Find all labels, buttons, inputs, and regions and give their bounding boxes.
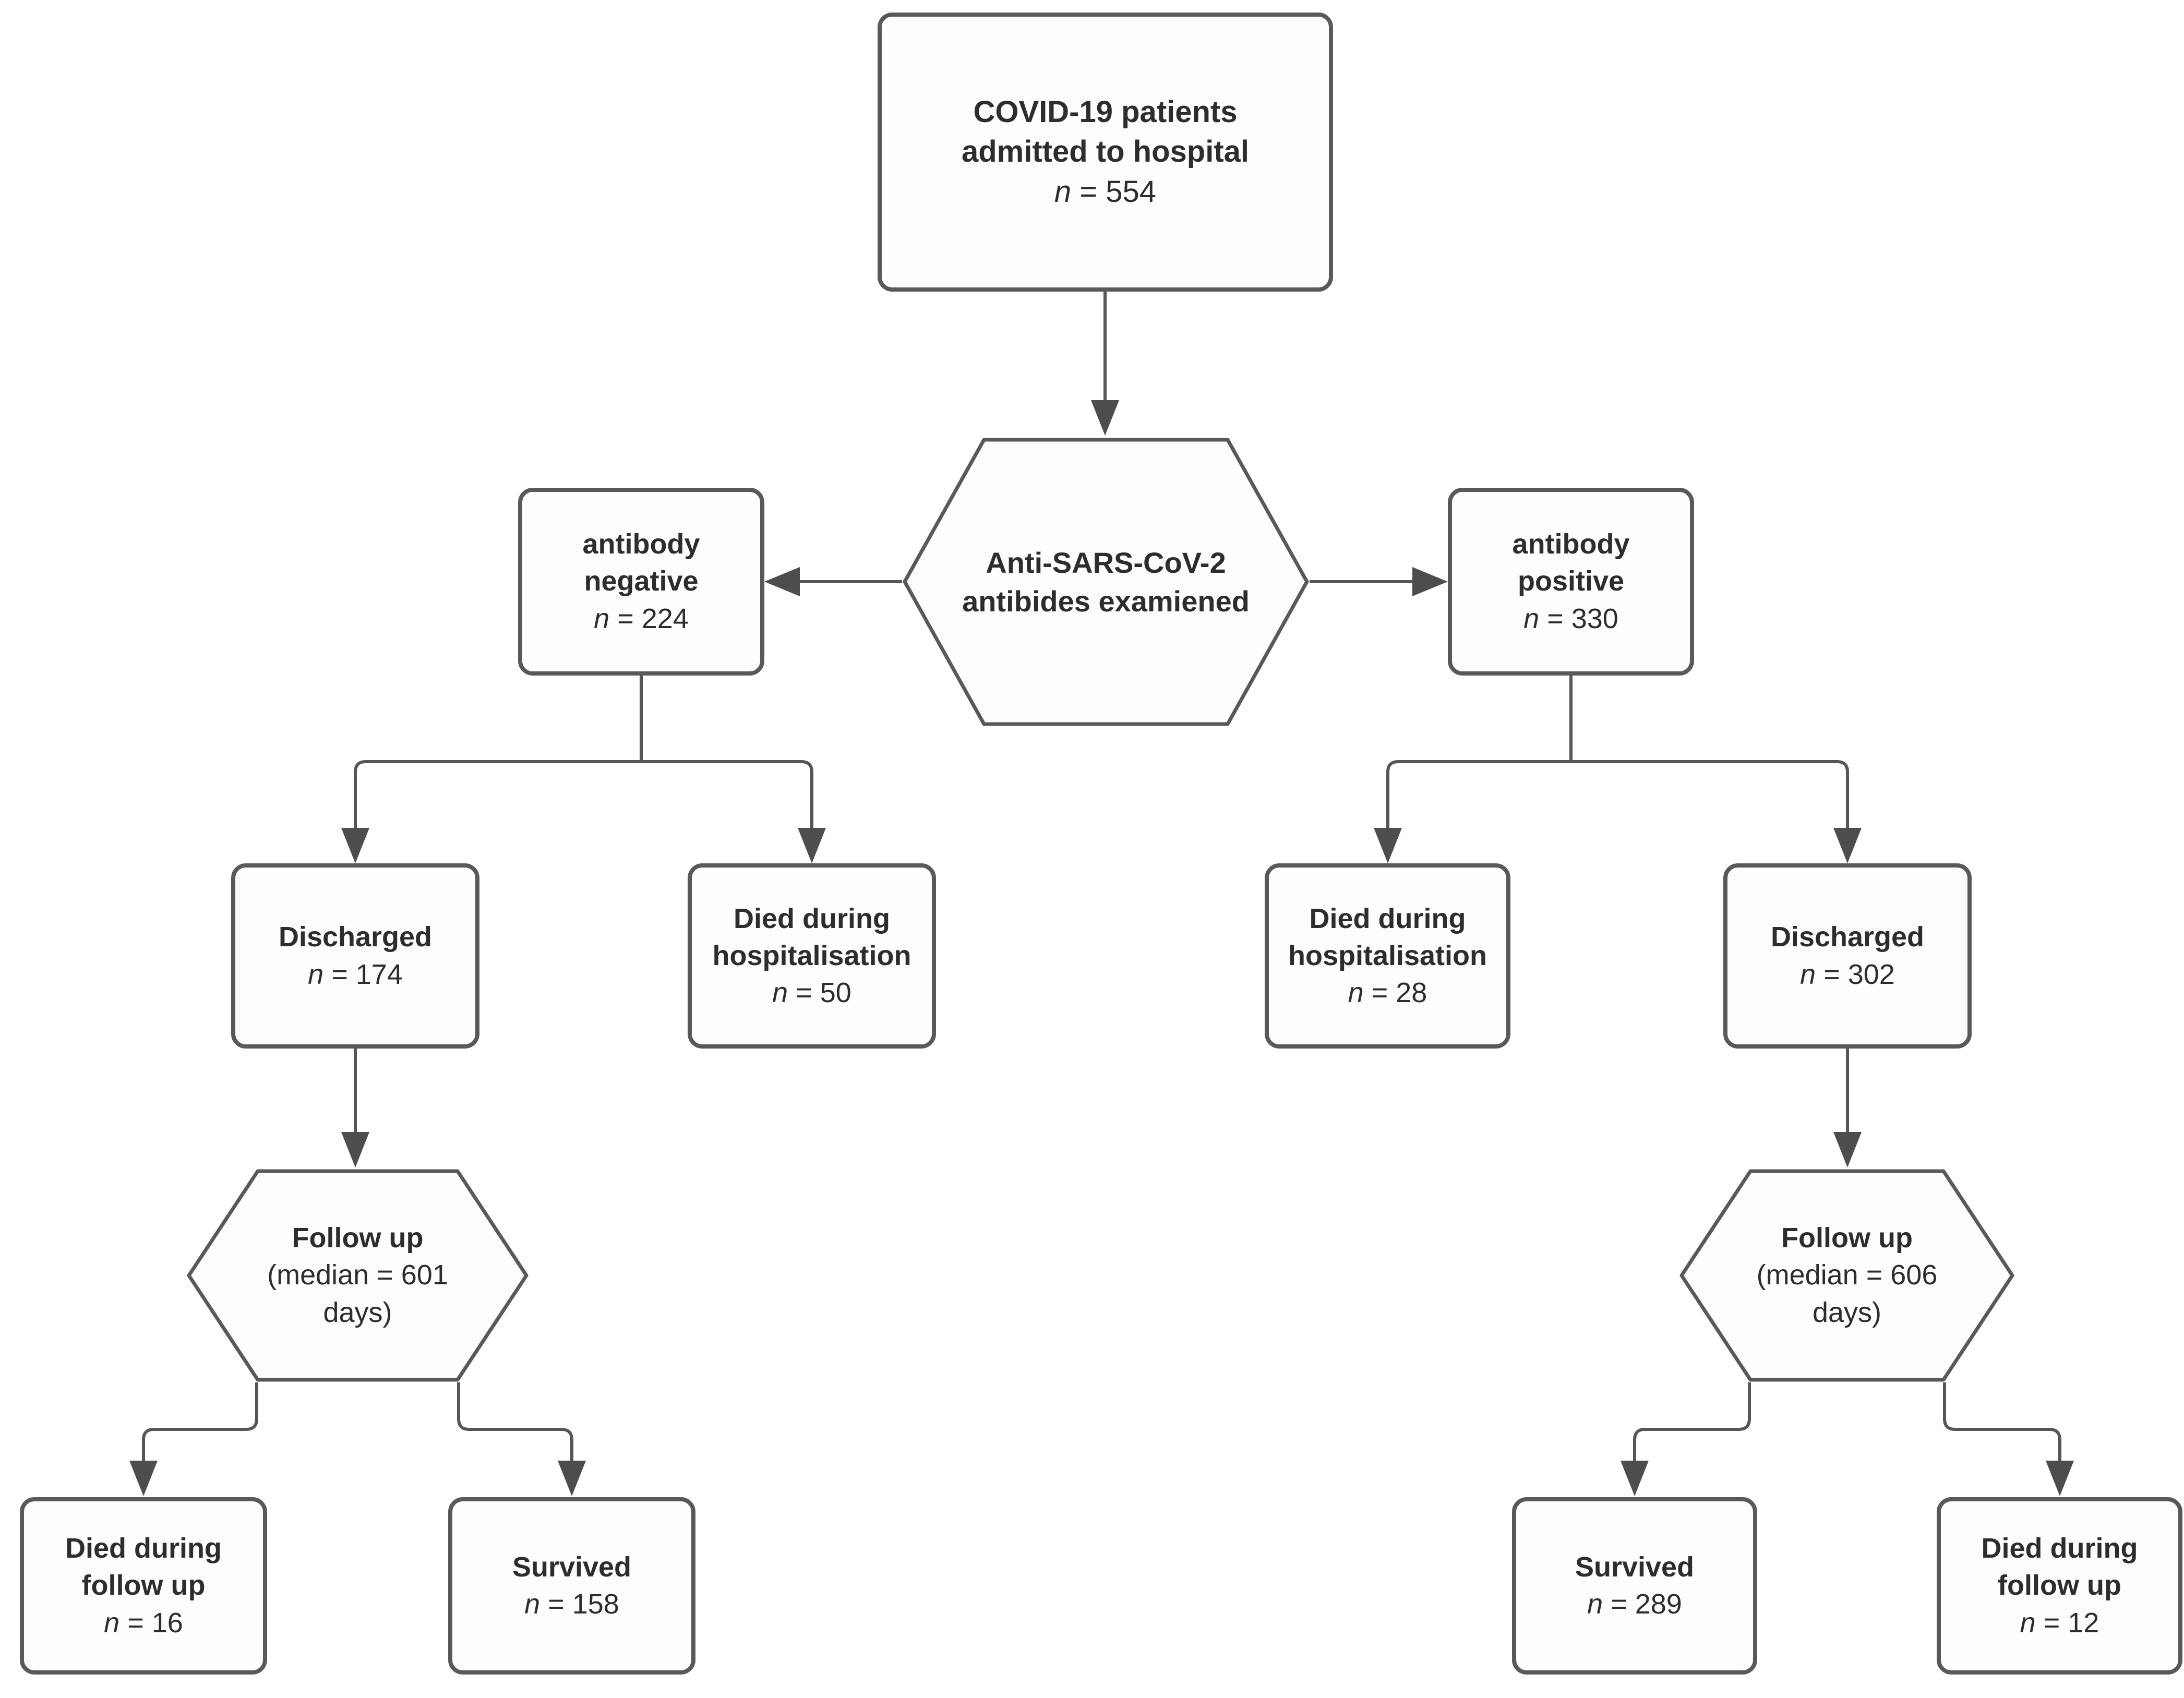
node-died-followup-positive: Died during follow up n = 12 (1937, 1497, 2182, 1675)
node-died-followup-positive-title-line2: follow up (1998, 1570, 2121, 1601)
node-covid-admitted: COVID-19 patients admitted to hospital n… (878, 13, 1333, 292)
node-died-hospitalisation-negative-title-line2: hospitalisation (712, 940, 911, 971)
node-antibodies-examined-text: Anti-SARS-CoV-2 antibides examiened (902, 437, 1310, 727)
node-died-hospitalisation-negative-count: n = 50 (772, 977, 851, 1009)
node-survived-negative-title: Survived (512, 1551, 632, 1583)
node-followup-negative-text: Follow up (median = 601 days) (186, 1169, 529, 1382)
node-survived-positive-title: Survived (1575, 1551, 1695, 1583)
arrowhead-down-into-hexagon (1091, 400, 1119, 436)
hexagon-shape (1679, 1169, 2014, 1382)
node-discharged-positive-title: Discharged (1770, 921, 1925, 953)
node-survived-positive: Survived n = 289 (1512, 1497, 1757, 1675)
node-died-hospitalisation-positive-title-line2: hospitalisation (1288, 940, 1487, 971)
node-followup-positive-subtitle-line2: days) (1812, 1296, 1882, 1328)
arrowhead-into-followup-positive (1833, 1132, 1862, 1167)
connector-followup-negative-to-survived (457, 1382, 573, 1461)
node-followup-positive-subtitle-line1: (median = 606 (1756, 1259, 1938, 1291)
node-died-hospitalisation-negative: Died during hospitalisation n = 50 (688, 863, 936, 1049)
arrowhead-left-into-negative (764, 567, 800, 596)
node-discharged-positive-count: n = 302 (1800, 958, 1895, 990)
arrowhead-into-died-hosp-positive (1374, 828, 1402, 863)
node-antibody-negative-title-line1: antibody (582, 528, 700, 560)
node-died-hospitalisation-positive-count: n = 28 (1348, 977, 1427, 1009)
node-antibody-negative-title-line2: negative (584, 565, 699, 597)
hexagon-shape (903, 438, 1309, 726)
connector-negative-branch-bar (354, 760, 813, 828)
node-died-hospitalisation-negative-title-line1: Died during (734, 902, 890, 934)
node-followup-positive-hexagon: Follow up (median = 606 days) (1679, 1169, 2015, 1382)
node-died-followup-positive-count: n = 12 (2020, 1607, 2099, 1639)
node-antibody-negative: antibody negative n = 224 (518, 488, 764, 676)
node-survived-positive-count: n = 289 (1587, 1588, 1682, 1620)
node-discharged-negative-title: Discharged (278, 921, 433, 953)
arrowhead-into-died-followup-positive (2046, 1461, 2074, 1496)
node-died-hospitalisation-positive-title-line1: Died during (1309, 902, 1466, 934)
node-discharged-negative-count: n = 174 (308, 958, 403, 990)
arrowhead-into-survived-positive (1621, 1461, 1649, 1496)
node-followup-positive-text: Follow up (median = 606 days) (1679, 1169, 2015, 1382)
node-died-followup-negative-title-line2: follow up (81, 1570, 206, 1601)
node-antibody-positive-title-line1: antibody (1512, 528, 1630, 560)
node-followup-positive-title: Follow up (1781, 1222, 1913, 1254)
node-died-followup-negative: Died during follow up n = 16 (20, 1497, 267, 1675)
node-covid-admitted-count: n = 554 (1054, 174, 1157, 209)
node-discharged-negative: Discharged n = 174 (231, 863, 479, 1049)
node-followup-negative-title: Follow up (292, 1222, 424, 1254)
node-covid-admitted-title-line2: admitted to hospital (962, 135, 1249, 169)
arrowhead-into-discharged-negative (341, 828, 369, 863)
connector-followup-negative-to-died (142, 1382, 258, 1461)
arrowhead-into-survived-negative (558, 1461, 586, 1496)
connector-positive-branch-bar (1386, 760, 1849, 828)
node-died-followup-positive-title-line1: Died during (1981, 1533, 2138, 1564)
node-survived-negative-count: n = 158 (524, 1588, 619, 1620)
connector-followup-positive-to-survived (1633, 1382, 1751, 1461)
node-died-hospitalisation-positive: Died during hospitalisation n = 28 (1265, 863, 1510, 1049)
connector-followup-positive-to-died (1943, 1382, 2061, 1461)
node-survived-negative: Survived n = 158 (448, 1497, 695, 1675)
node-followup-negative-subtitle-line2: days) (323, 1296, 392, 1328)
node-followup-negative-hexagon: Follow up (median = 601 days) (186, 1169, 529, 1382)
node-died-followup-negative-count: n = 16 (104, 1607, 183, 1639)
node-discharged-positive: Discharged n = 302 (1723, 863, 1972, 1049)
arrowhead-into-died-followup-negative (129, 1461, 158, 1496)
node-antibodies-examined-title-line2: antibides examiened (962, 584, 1250, 618)
node-antibody-negative-count: n = 224 (594, 603, 689, 634)
node-antibodies-examined-hexagon: Anti-SARS-CoV-2 antibides examiened (902, 437, 1310, 727)
arrowhead-into-died-hosp-negative (798, 828, 826, 863)
node-antibody-positive: antibody positive n = 330 (1448, 488, 1694, 676)
arrowhead-into-followup-negative (341, 1132, 369, 1167)
node-died-followup-negative-title-line1: Died during (65, 1533, 222, 1564)
node-covid-admitted-title-line1: COVID-19 patients (973, 94, 1238, 129)
arrowhead-into-discharged-positive (1833, 828, 1862, 863)
node-antibody-positive-count: n = 330 (1523, 603, 1618, 634)
arrowhead-right-into-positive (1412, 567, 1448, 596)
node-antibody-positive-title-line2: positive (1517, 565, 1625, 597)
node-antibodies-examined-title-line1: Anti-SARS-CoV-2 (986, 546, 1226, 579)
node-followup-negative-subtitle-line1: (median = 601 (267, 1259, 448, 1291)
hexagon-shape (187, 1169, 529, 1382)
